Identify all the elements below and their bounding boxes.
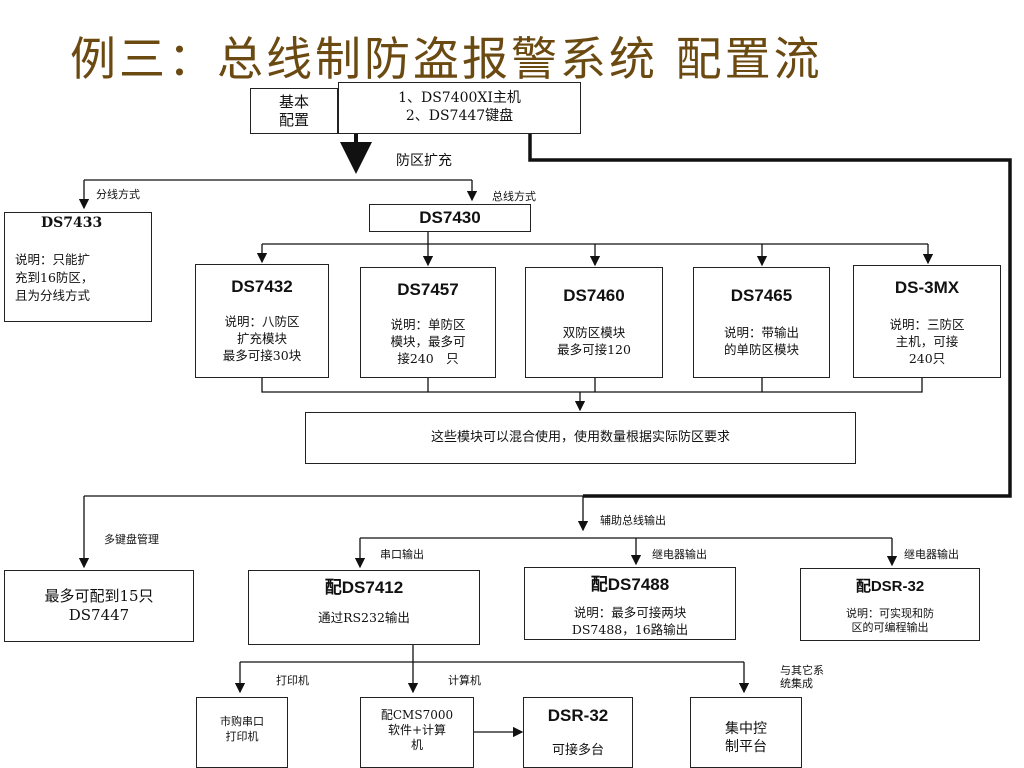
- ds7430-box: DS7430: [369, 204, 531, 232]
- module-title: DS7457: [397, 280, 459, 299]
- module-box: DS7465 说明：带输出 的单防区模块: [693, 267, 830, 378]
- mix-note: 这些模块可以混合使用，使用数量根据实际防区要求: [430, 430, 730, 445]
- label-expand: 防区扩充: [396, 153, 452, 169]
- cms-box: 配CMS7000 软件+计算 机: [360, 697, 474, 768]
- mix-note-box: 这些模块可以混合使用，使用数量根据实际防区要求: [305, 412, 856, 464]
- label-computer: 计算机: [448, 674, 481, 687]
- module-desc: 说明：三防区 主机，可接 240只: [889, 317, 965, 366]
- dsr32-relay-title: 配DSR-32: [855, 578, 925, 595]
- dsr32-box: DSR-32 可接多台: [523, 697, 633, 768]
- ds7412-desc: 通过RS232输出: [318, 610, 410, 625]
- module-box: DS7432 说明：八防区 扩充模块 最多可接30块: [195, 264, 329, 378]
- ds7488-title: 配DS7488: [590, 575, 670, 594]
- label-printer: 打印机: [276, 674, 309, 687]
- cms-box-text: 配CMS7000 软件+计算 机: [380, 708, 454, 752]
- module-title: DS7465: [730, 286, 793, 305]
- control-platform-text: 集中控 制平台: [725, 721, 767, 755]
- keyboard-limit-text: 最多可配到15只 DS7447: [44, 587, 154, 624]
- ds7412-title: 配DS7412: [324, 578, 404, 597]
- printer-box-text: 市购串口 打印机: [220, 715, 264, 743]
- module-box: DS7457 说明：单防区 模块，最多可 接240 只: [360, 267, 496, 378]
- basic-config-label: 基本 配置: [278, 93, 309, 129]
- module-title: DS-3MX: [894, 278, 960, 297]
- module-desc: 说明：带输出 的单防区模块: [723, 325, 799, 357]
- label-aux-bus: 辅助总线输出: [600, 514, 666, 527]
- label-multi-keyboard: 多键盘管理: [104, 533, 159, 546]
- module-title: DS7432: [231, 277, 293, 296]
- module-box: DS-3MX 说明：三防区 主机，可接 240只: [853, 265, 1001, 378]
- ds7430-title: DS7430: [419, 208, 481, 227]
- keyboard-limit-box: 最多可配到15只 DS7447: [4, 570, 194, 642]
- dsr32-box-desc: 可接多台: [551, 743, 604, 758]
- label-serial-out: 串口输出: [380, 548, 424, 561]
- basic-config-label-box: 基本 配置: [250, 88, 338, 134]
- ds7433-title: DS7433: [41, 215, 103, 231]
- label-relay-out-2: 继电器输出: [904, 548, 959, 561]
- ds7433-box: DS7433 说明：只能扩 充到16防区， 且为分线方式: [4, 212, 152, 322]
- module-title: DS7460: [563, 286, 625, 305]
- control-platform-box: 集中控 制平台: [690, 697, 802, 768]
- basic-config-items-box: 1、DS7400XI主机 2、DS7447键盘: [338, 82, 581, 134]
- ds7412-box: 配DS7412 通过RS232输出: [248, 570, 480, 645]
- dsr32-box-title: DSR-32: [547, 706, 609, 725]
- basic-config-items: 1、DS7400XI主机 2、DS7447键盘: [398, 90, 521, 124]
- module-box: DS7460 双防区模块 最多可接120: [525, 267, 663, 378]
- module-desc: 说明：八防区 扩充模块 最多可接30块: [222, 314, 302, 363]
- module-desc: 双防区模块 最多可接120: [557, 325, 631, 357]
- page-title: 例三：总线制防盗报警系统 配置流: [70, 32, 823, 86]
- label-bus-mode: 总线方式: [492, 190, 536, 203]
- dsr32-relay-box: 配DSR-32 说明：可实现和防 区的可编程输出: [800, 568, 980, 641]
- ds7488-box: 配DS7488 说明：最多可接两块 DS7488，16路输出: [524, 567, 736, 640]
- label-relay-out-1: 继电器输出: [652, 548, 707, 561]
- ds7433-desc: 说明：只能扩 充到16防区， 且为分线方式: [15, 252, 94, 303]
- dsr32-relay-desc: 说明：可实现和防 区的可编程输出: [846, 607, 934, 634]
- printer-box: 市购串口 打印机: [196, 697, 288, 768]
- label-integrate: 与其它系 统集成: [780, 664, 824, 690]
- label-branch-mode: 分线方式: [96, 188, 140, 201]
- module-desc: 说明：单防区 模块，最多可 接240 只: [390, 317, 466, 366]
- ds7488-desc: 说明：最多可接两块 DS7488，16路输出: [571, 605, 689, 637]
